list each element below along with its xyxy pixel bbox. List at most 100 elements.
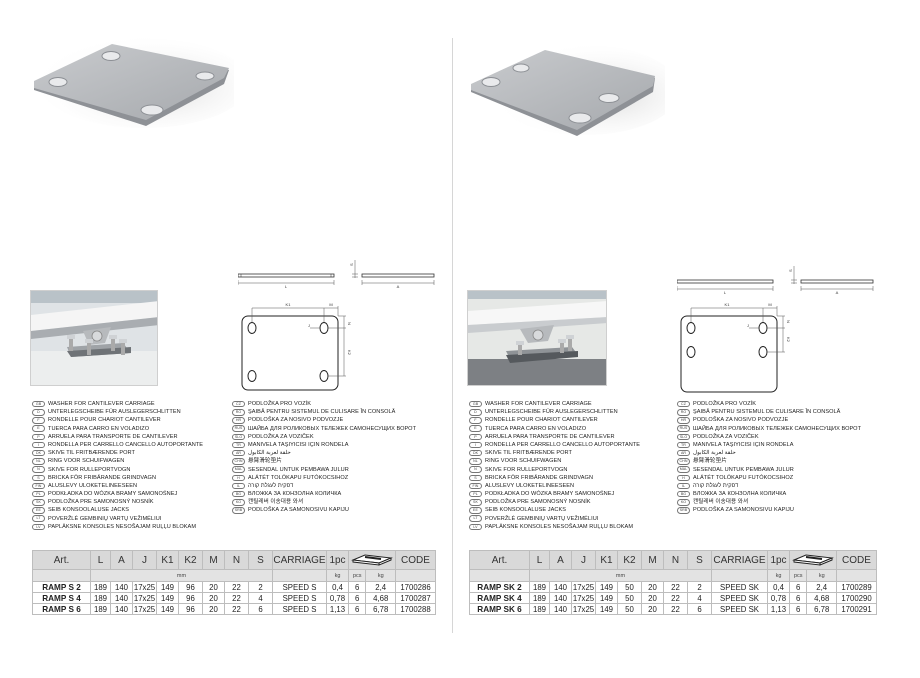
svg-text:K2: K2 [786, 337, 791, 343]
language-code-badge: D [469, 409, 482, 416]
svg-text:A: A [397, 284, 400, 289]
svg-text:A: A [836, 290, 839, 295]
language-code-badge: CZ [232, 400, 245, 408]
top-view-drawing: K1 M J N K2 [241, 302, 352, 391]
table-row: RAMP S 4 189 140 17x25 149 96 20 22 4 SP… [32, 592, 436, 604]
language-code-badge: IL [677, 482, 690, 490]
language-code-badge: PL [32, 490, 45, 498]
language-code-badge: BG [232, 490, 245, 498]
language-code-badge: SRB [677, 507, 690, 514]
language-code-badge: H [232, 474, 245, 482]
language-code-badge: MAL [232, 466, 245, 473]
language-code-badge: N [32, 466, 45, 473]
installation-photo-sk [467, 290, 607, 386]
language-code-badge: LV [469, 523, 482, 531]
svg-text:J: J [308, 323, 310, 328]
table-units-row: mm kg pcs kg [32, 569, 436, 582]
table-row: RAMP SK 6 189 140 17x25 149 50 20 22 6 S… [469, 603, 877, 615]
language-code-badge: RUS [677, 425, 690, 432]
page-divider [452, 38, 453, 633]
table-header-row: Art. L A J K1 K2 M N S CARRIAGE 1pc CODE [32, 550, 436, 570]
language-code-badge: SLO [232, 433, 245, 441]
language-code-badge: P [32, 433, 45, 441]
language-code-badge: PL [469, 490, 482, 498]
table-header-row: Art. L A J K1 K2 M N S CARRIAGE 1pc CODE [469, 550, 877, 570]
language-code-badge: CZ [677, 400, 690, 408]
language-code-badge: MAL [677, 466, 690, 473]
language-code-badge: LV [32, 523, 45, 531]
language-code-badge: P [469, 433, 482, 441]
language-code-badge: RO [677, 409, 690, 416]
language-code-badge: EE [32, 507, 45, 514]
language-code-badge: RUS [232, 425, 245, 432]
language-code-badge: HR [232, 417, 245, 424]
language-code-badge: DK [32, 449, 45, 457]
svg-text:J: J [747, 323, 749, 328]
spec-table-s: Art. L A J K1 K2 M N S CARRIAGE 1pc CODE… [32, 550, 436, 615]
language-code-badge: LT [32, 515, 45, 522]
side-view-drawing: L S A [238, 260, 435, 289]
svg-text:K1: K1 [286, 302, 292, 307]
language-code-badge: SK [469, 499, 482, 506]
language-code-badge: IL [232, 482, 245, 490]
language-code-badge: SRB [232, 507, 245, 514]
language-code-badge: S [469, 474, 482, 482]
language-code-badge: GB [469, 400, 482, 408]
table-row: RAMP S 2 189 140 17x25 149 96 20 22 2 SP… [32, 581, 436, 593]
language-code-badge: DK [469, 449, 482, 457]
language-code-badge: KO [677, 499, 690, 506]
language-code-badge: NL [469, 458, 482, 465]
language-code-badge: NL [32, 458, 45, 465]
side-view-drawing: L S A [677, 266, 874, 295]
language-code-badge: TR [677, 441, 690, 449]
svg-text:M: M [329, 302, 332, 307]
language-code-badge: E [32, 425, 45, 432]
language-code-badge: F [469, 417, 482, 424]
svg-text:N: N [786, 320, 791, 323]
svg-text:L: L [285, 284, 288, 289]
language-code-badge: FIN [469, 482, 482, 490]
svg-text:K2: K2 [347, 350, 352, 356]
language-code-badge: S [32, 474, 45, 482]
language-code-badge: RO [232, 409, 245, 416]
language-code-badge: CHN [232, 458, 245, 465]
